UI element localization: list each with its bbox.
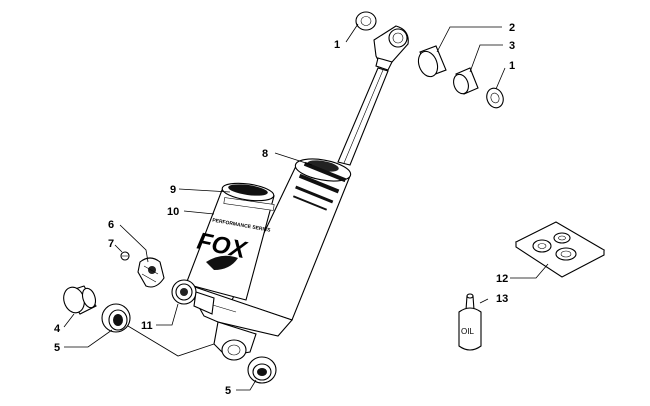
callout-6: 6 xyxy=(108,219,114,231)
spacer-part-5-bottom xyxy=(247,356,277,384)
callout-2: 2 xyxy=(509,22,515,34)
callout-1-right: 1 xyxy=(509,60,515,72)
assembly-axis-line xyxy=(127,325,215,357)
adjuster-part-11 xyxy=(171,279,215,315)
washer-part-1-top xyxy=(355,11,377,31)
screw-part-7 xyxy=(120,251,130,261)
oil-bottle-part-13: OIL xyxy=(458,293,482,351)
callout-labels: 1 2 3 1 8 9 10 6 7 4 5 11 5 12 13 xyxy=(54,22,515,397)
washer-part-1-right xyxy=(486,87,504,109)
callout-13: 13 xyxy=(496,293,508,305)
bottle-label: OIL xyxy=(461,327,474,336)
seal-kit-part-12 xyxy=(514,221,606,278)
callout-7: 7 xyxy=(108,238,114,250)
callout-4: 4 xyxy=(54,323,61,335)
callout-9: 9 xyxy=(170,184,176,196)
callout-10: 10 xyxy=(167,206,179,218)
leader-lines xyxy=(63,23,549,391)
callout-12: 12 xyxy=(496,273,508,285)
knob-part-6 xyxy=(137,257,165,288)
piston-shaft xyxy=(337,67,389,166)
reservoir-part-9: PERFORMANCE SERIES xyxy=(185,182,275,301)
callout-11: 11 xyxy=(141,320,153,332)
callout-8: 8 xyxy=(262,148,268,160)
callout-5-bottom: 5 xyxy=(225,385,231,397)
spacer-part-5-left xyxy=(101,303,131,333)
sleeve-part-3 xyxy=(453,67,479,95)
bushing-part-4 xyxy=(63,285,97,315)
callout-5-left: 5 xyxy=(54,342,60,354)
bushing-part-2 xyxy=(417,45,447,78)
callout-3: 3 xyxy=(509,40,515,52)
upper-eyelet xyxy=(373,25,409,71)
callout-1-top: 1 xyxy=(334,39,340,51)
shock-body-part-8 xyxy=(231,158,352,321)
